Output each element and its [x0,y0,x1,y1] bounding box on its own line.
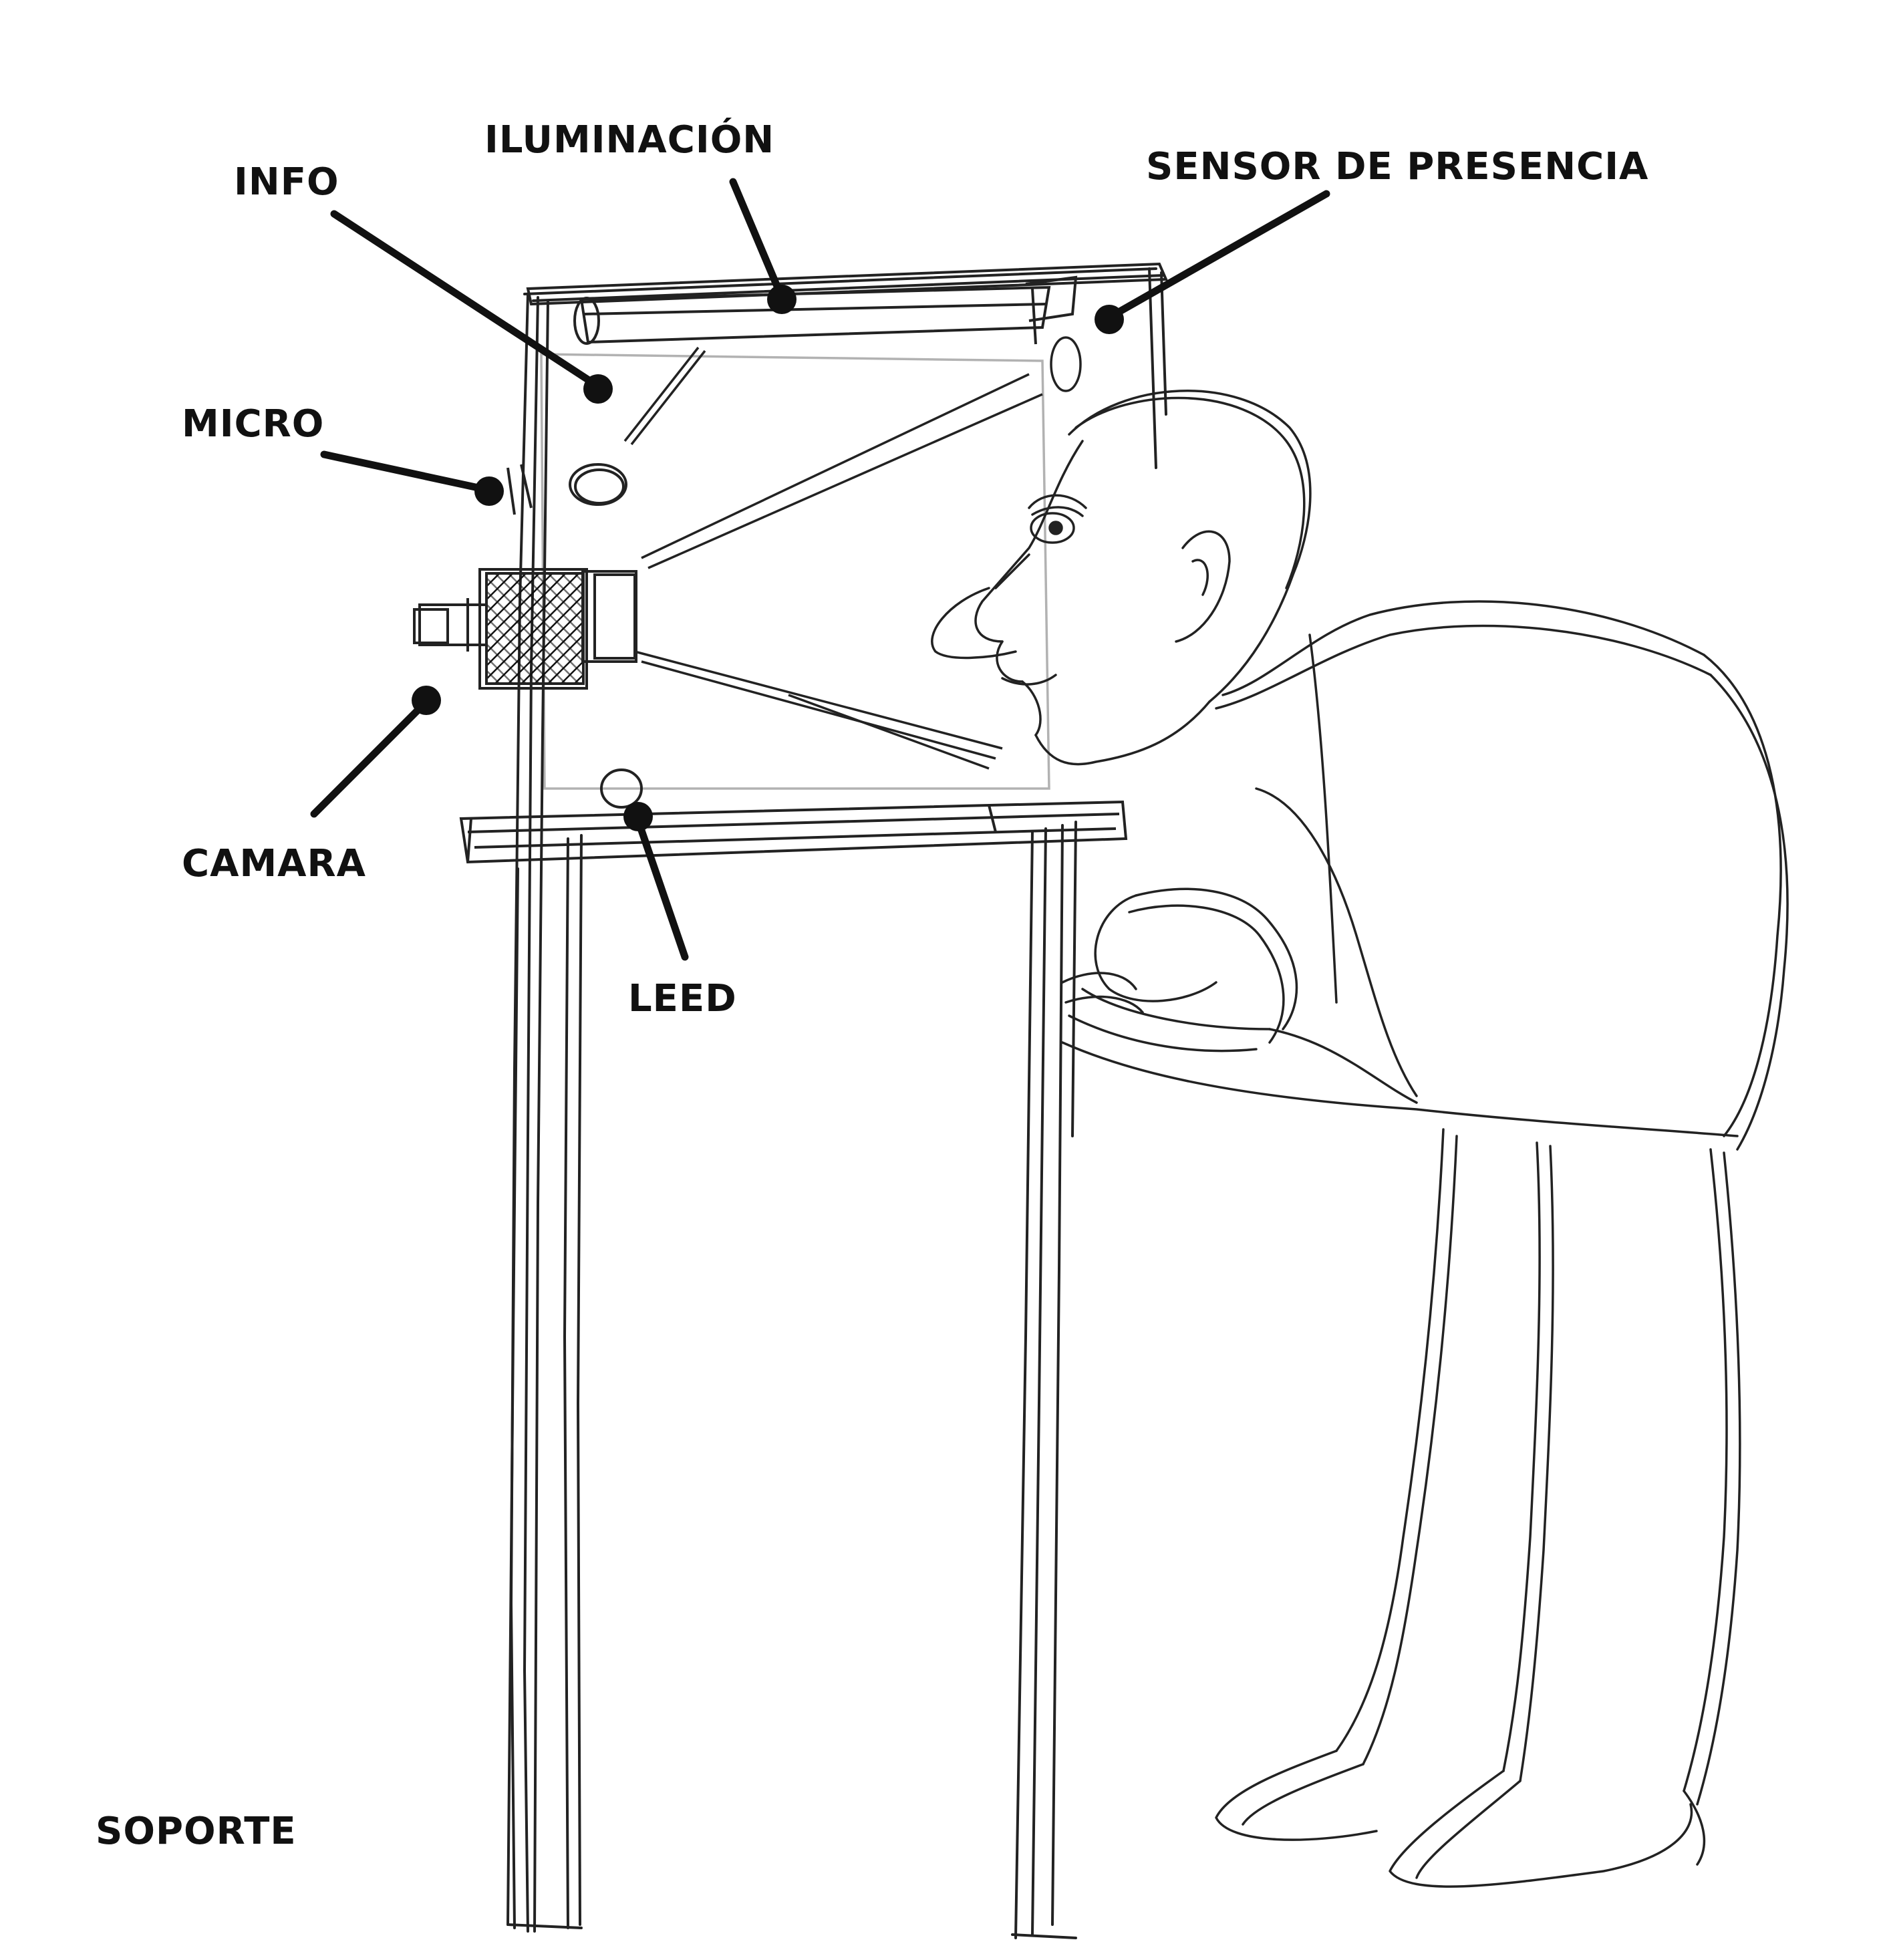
label-micro: MICRO [182,402,325,446]
label-info: INFO [234,160,339,204]
label-sensor-de-presencia: SENSOR DE PRESENCIA [1146,145,1649,188]
screen-panel [540,336,1082,790]
kiosk-frame [507,262,1169,1939]
label-iluminacion: ILUMINACIÓN [484,118,775,162]
micro-device [507,463,627,515]
micro-dot [474,476,504,506]
leader-lines [310,178,1330,961]
label-soporte: SOPORTE [96,1810,297,1853]
leader-dots [412,285,1124,831]
shelf [459,768,1128,864]
sensor-dot [1095,305,1124,334]
camara-dot [412,686,441,715]
label-leed: LEED [628,977,737,1020]
light-tube [573,275,1078,345]
person-figure [931,390,1789,1888]
iluminacion-dot [767,285,797,314]
label-camara: CAMARA [182,842,366,885]
camera-device [413,568,637,690]
info-dot [583,374,613,404]
leed-dot [623,802,653,831]
